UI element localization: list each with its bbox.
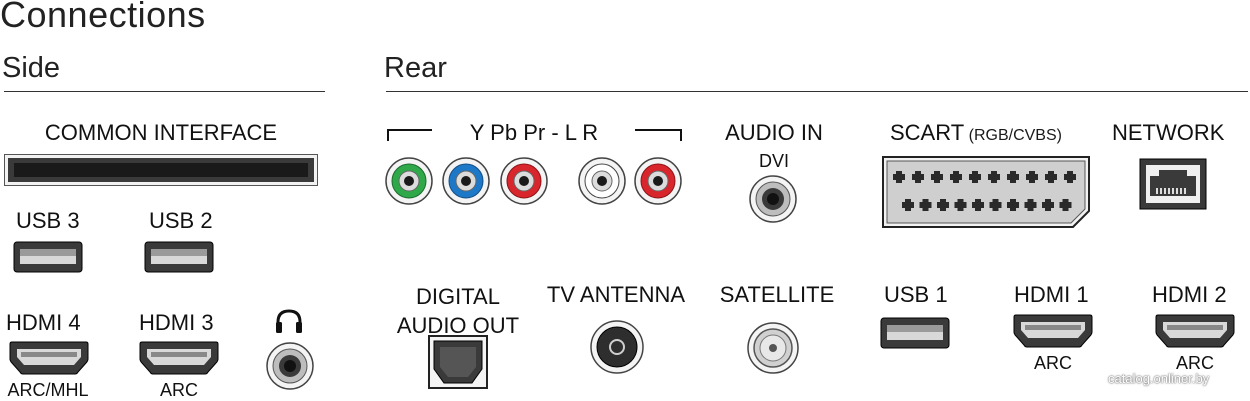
hdmi4-sublabel: ARC/MHL: [7, 380, 89, 400]
watermark: catalog.onliner.by: [1108, 371, 1210, 386]
hdmi4-label: HDMI 4: [6, 310, 81, 335]
rear-divider: [386, 91, 1248, 92]
hdmi2-port-icon: [1155, 314, 1235, 348]
digital-audio-out-label: DIGITAL AUDIO OUT: [388, 282, 528, 340]
ethernet-port-icon: [1139, 158, 1207, 210]
scart-port-icon: [881, 155, 1091, 229]
common-interface-slot: [4, 154, 318, 186]
scart-pin: [931, 171, 943, 183]
scart-pin: [912, 171, 924, 183]
usb2-port-icon: [144, 241, 214, 273]
hdmi1-label: HDMI 1: [1014, 282, 1089, 307]
rca-y-jack-icon: [385, 157, 433, 205]
scart-pin: [919, 199, 932, 211]
scart-pin: [950, 171, 962, 183]
scart-pin: [1064, 171, 1076, 183]
scart-label: SCART: [890, 120, 965, 145]
usb2-label: USB 2: [149, 208, 213, 233]
rca-pb-jack-icon: [442, 157, 490, 205]
scart-pin: [937, 199, 949, 211]
page-title: Connections: [0, 0, 206, 35]
headphones-icon: [274, 308, 304, 334]
audio-in-jack-icon: [749, 175, 797, 223]
scart-pin: [1045, 171, 1057, 183]
scart-pin: [954, 199, 967, 211]
network-label: NETWORK: [1112, 120, 1225, 145]
common-interface-label: COMMON INTERFACE: [44, 120, 278, 145]
scart-pin: [988, 171, 1000, 183]
rca-audio-left-jack-icon: [578, 157, 626, 205]
side-divider: [4, 91, 325, 92]
digital-audio-out-line1: DIGITAL: [416, 284, 500, 309]
rca-pr-jack-icon: [500, 157, 548, 205]
scart-pin: [1007, 171, 1019, 183]
scart-pin: [1026, 171, 1038, 183]
hdmi2-label: HDMI 2: [1152, 282, 1227, 307]
scart-pin: [893, 171, 905, 183]
audio-in-sublabel: DVI: [758, 151, 789, 171]
component-bracket-right: [634, 128, 682, 142]
usb1-port-icon: [880, 317, 950, 349]
scart-pin: [1059, 199, 1072, 211]
hdmi2-sublabel: ARC: [1175, 353, 1214, 373]
digital-audio-out-line2: AUDIO OUT: [396, 313, 520, 338]
scart-pin: [902, 199, 914, 211]
usb1-label: USB 1: [884, 282, 948, 307]
hdmi3-sublabel: ARC: [159, 380, 198, 400]
optical-port-icon: [428, 335, 488, 389]
side-heading: Side: [2, 52, 61, 84]
hdmi1-port-icon: [1013, 314, 1093, 348]
satellite-label: SATELLITE: [719, 282, 835, 307]
scart-pin: [989, 199, 1002, 211]
rear-heading: Rear: [384, 52, 447, 84]
scart-pin: [969, 171, 981, 183]
usb3-port-icon: [13, 241, 83, 273]
headphone-jack-icon: [266, 342, 314, 390]
component-label: Y Pb Pr - L R: [469, 120, 599, 145]
scart-pin: [1024, 199, 1037, 211]
hdmi3-label: HDMI 3: [139, 310, 214, 335]
scart-sublabel: (RGB/CVBS): [968, 127, 1062, 144]
tv-antenna-label: TV ANTENNA: [546, 282, 686, 307]
hdmi3-port-icon: [139, 341, 219, 375]
audio-in-label: AUDIO IN: [725, 120, 823, 145]
tv-antenna-port-icon: [590, 320, 644, 374]
hdmi1-sublabel: ARC: [1033, 353, 1072, 373]
usb3-label: USB 3: [16, 208, 80, 233]
component-bracket-left: [387, 128, 433, 142]
rca-audio-right-jack-icon: [634, 157, 682, 205]
scart-pin: [1007, 199, 1019, 211]
scart-pin: [972, 199, 984, 211]
hdmi4-port-icon: [9, 341, 89, 375]
satellite-port-icon: [747, 322, 799, 374]
scart-pin: [1042, 199, 1054, 211]
scart-label-group: SCART (RGB/CVBS): [890, 120, 1062, 146]
